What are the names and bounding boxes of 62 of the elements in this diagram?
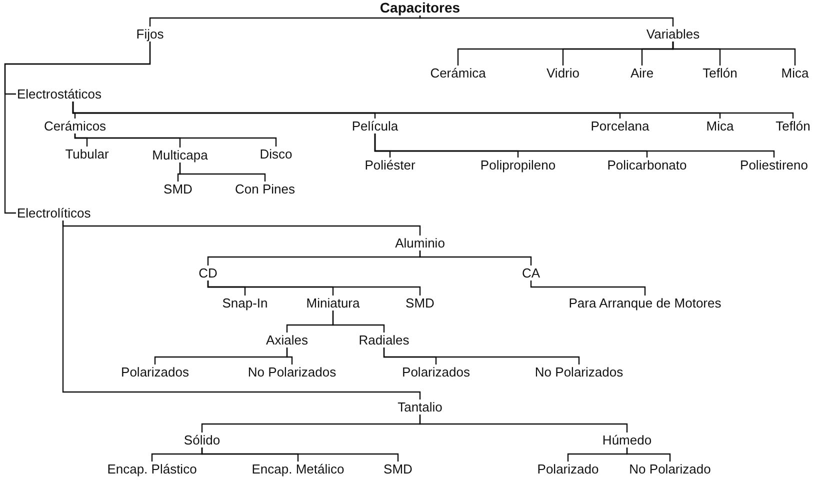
tree-connector <box>419 250 532 266</box>
tree-node-label: Radiales <box>358 332 410 348</box>
tree-node-label: Multicapa <box>151 148 209 162</box>
tree-node-label: Polarizados <box>120 364 190 380</box>
tree-node-label: Poliéster <box>364 158 416 172</box>
tree-node-label: Cerámica <box>429 66 487 80</box>
tree-node-label: Teflón <box>702 66 738 80</box>
tree-node-label: Con Pines <box>234 182 296 196</box>
tree-connector <box>286 348 293 364</box>
tree-connector <box>201 448 399 462</box>
tree-node-label: Porcelana <box>590 118 650 134</box>
tree-node-label: Cerámicos <box>42 118 108 134</box>
tree-connector <box>419 414 628 432</box>
tree-node-label: Vidrio <box>546 66 580 80</box>
tree-node-label: CA <box>520 266 542 280</box>
tree-node-label: Polarizados <box>401 364 471 380</box>
tree-connector <box>530 280 646 296</box>
tree-node-label: No Polarizados <box>246 364 338 380</box>
tree-node-label: Electrostáticos <box>16 86 103 102</box>
tree-node-label: No Polarizado <box>628 462 712 476</box>
tree-node-label: Tantalio <box>396 400 444 414</box>
tree-node-label: Policarbonato <box>606 158 688 172</box>
tree-connector <box>383 348 580 364</box>
tree-root-label: Capacitores <box>378 0 462 16</box>
tree-node-label: Encap. Plástico <box>106 462 198 476</box>
tree-connector <box>74 134 277 146</box>
tree-node-label: Poliestireno <box>739 158 809 172</box>
tree-node-label: Snap-In <box>221 296 269 310</box>
tree-connector <box>62 220 421 400</box>
tree-connector <box>149 15 421 26</box>
tree-node-label: SMD <box>404 296 436 310</box>
tree-connector <box>4 42 151 214</box>
tree-node-label: Polarizado <box>536 462 600 476</box>
tree-node-label: Variables <box>645 26 701 42</box>
tree-node-label: Fijos <box>135 26 165 42</box>
tree-connector <box>207 280 421 296</box>
tree-node-label: Tubular <box>64 146 110 162</box>
tree-node-label: Para Arranque de Motores <box>568 296 722 310</box>
tree-connector <box>626 448 671 462</box>
tree-node-label: Axiales <box>265 332 309 348</box>
tree-node-label: Aire <box>629 66 655 80</box>
tree-connector <box>179 162 266 182</box>
tree-node-label: Sólido <box>182 432 222 448</box>
tree-node-label: Encap. Metálico <box>250 462 346 476</box>
tree-node-label: Miniatura <box>305 296 361 310</box>
tree-node-label: Electrolíticos <box>16 206 92 220</box>
tree-node-label: Aluminio <box>394 236 446 250</box>
tree-node-label: CD <box>198 266 218 280</box>
tree-connector <box>374 134 775 158</box>
tree-node-label: Película <box>350 118 400 134</box>
tree-node-label: Mica <box>780 66 810 80</box>
tree-connector <box>419 15 674 26</box>
tree-node-label: No Polarizados <box>534 364 624 380</box>
tree-node-label: SMD <box>162 182 194 196</box>
tree-node-label: Disco <box>258 146 294 162</box>
tree-node-label: Polipropileno <box>479 158 557 172</box>
tree-node-label: Teflón <box>774 118 812 134</box>
tree-connector <box>672 42 796 66</box>
tree-node-label: SMD <box>382 462 414 476</box>
tree-node-label: Mica <box>705 118 735 134</box>
tree-node-label: Húmedo <box>601 432 653 448</box>
tree-connector <box>332 310 385 332</box>
